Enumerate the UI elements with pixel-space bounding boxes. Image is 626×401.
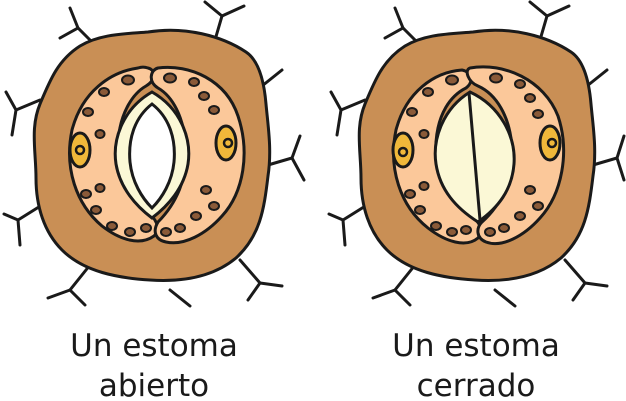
nucleus-left-closed (393, 133, 413, 167)
nucleus-left-open (70, 133, 90, 167)
caption-closed-stoma: Un estoma cerrado (346, 326, 606, 401)
stoma-open (4, 2, 304, 306)
caption-open-line2: abierto (24, 366, 284, 401)
caption-closed-line2: cerrado (346, 366, 606, 401)
caption-closed-line1: Un estoma (346, 326, 606, 366)
caption-open-stoma: Un estoma abierto (24, 326, 284, 401)
nucleus-right-closed (540, 126, 560, 160)
stoma-closed (329, 2, 624, 306)
stomata-illustration (0, 0, 626, 310)
nucleus-right-open (216, 126, 236, 160)
caption-open-line1: Un estoma (24, 326, 284, 366)
